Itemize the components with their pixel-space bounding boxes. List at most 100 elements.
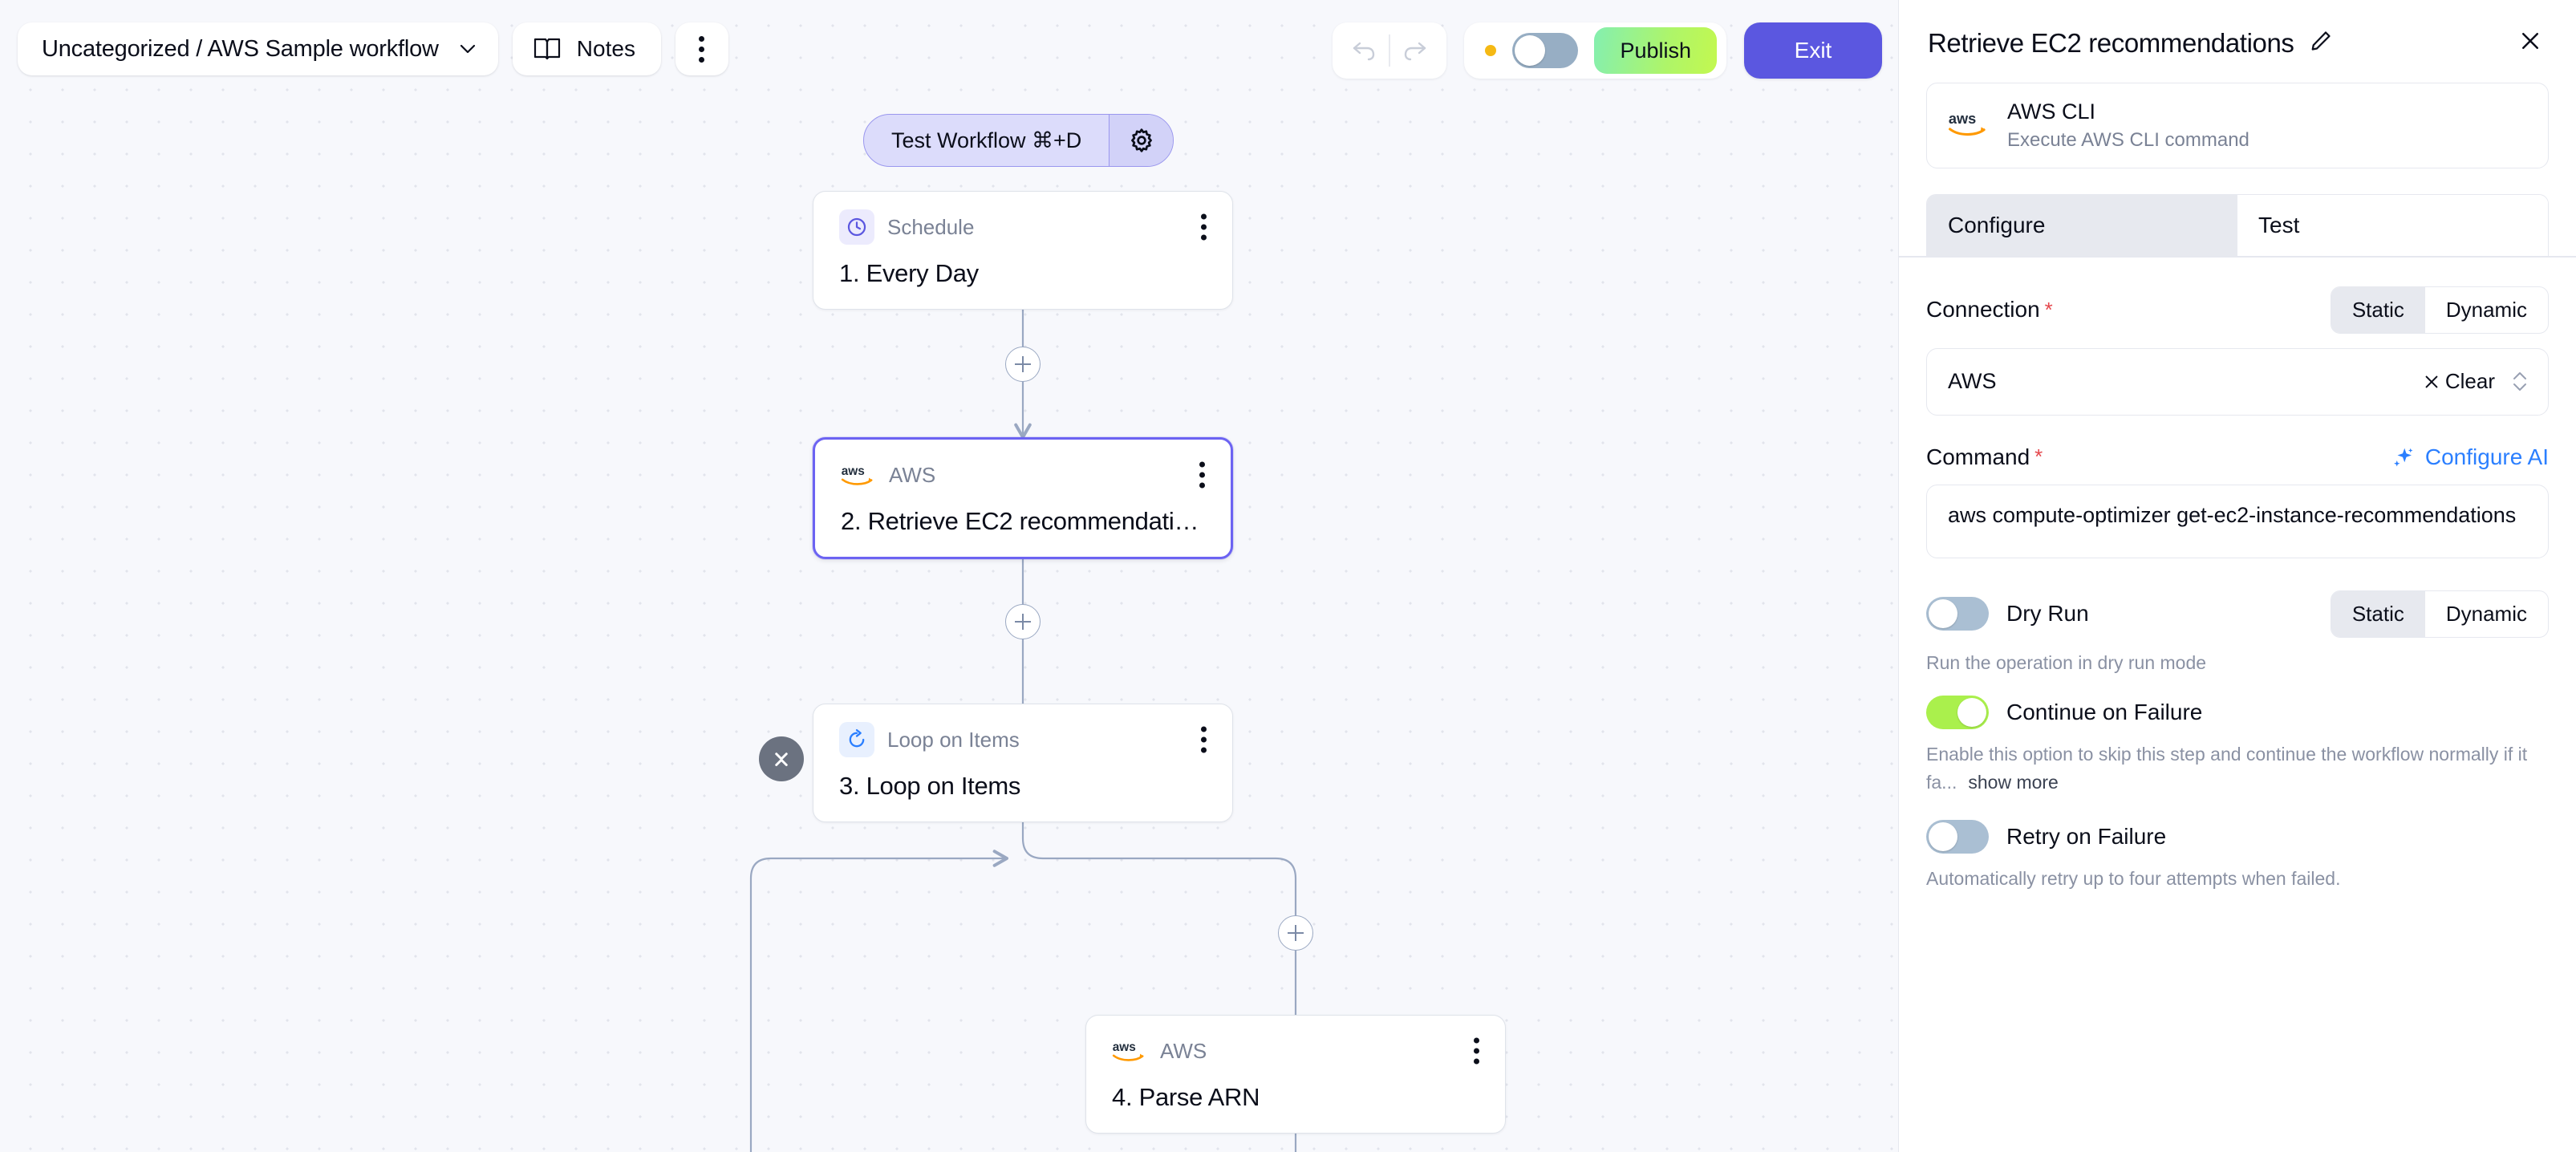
workflow-breadcrumb-label: Uncategorized / AWS Sample workflow (42, 35, 439, 62)
close-icon (2425, 375, 2438, 388)
show-more-button[interactable]: show more (1968, 771, 2059, 793)
exit-button[interactable]: Exit (1744, 22, 1882, 79)
node-header: aws AWS (1112, 1033, 1484, 1069)
node-title: 2. Retrieve EC2 recommendati… (841, 507, 1199, 535)
connection-mode-segmented: Static Dynamic (2330, 286, 2549, 334)
add-step-button[interactable] (1278, 915, 1313, 951)
tab-configure[interactable]: Configure (1927, 195, 2237, 256)
dry-run-label: Dry Run (2006, 601, 2089, 627)
publish-button[interactable]: Publish (1594, 27, 1717, 74)
node-header: aws AWS (841, 457, 1210, 493)
test-workflow-label: Test Workflow ⌘+D (891, 128, 1082, 152)
continue-on-failure-toggle[interactable] (1926, 696, 1989, 730)
step-config-panel: Retrieve EC2 recommendations aws (1898, 0, 2576, 1152)
test-settings-button[interactable] (1109, 115, 1174, 166)
node-title: 3. Loop on Items (839, 772, 1021, 800)
exit-label: Exit (1794, 38, 1832, 63)
node-menu-button[interactable] (1469, 1033, 1484, 1069)
command-input[interactable]: aws compute-optimizer get-ec2-instance-r… (1926, 484, 2549, 558)
close-panel-button[interactable] (2513, 24, 2547, 62)
tab-test[interactable]: Test (2237, 195, 2548, 256)
retry-on-failure-toggle[interactable] (1926, 820, 1989, 854)
node-header: Schedule (839, 209, 1211, 245)
test-workflow-control: Test Workflow ⌘+D (863, 114, 1174, 167)
sparkles-icon (2393, 448, 2413, 467)
command-field-row: Command * Configure AI (1926, 444, 2549, 470)
node-type-label: Schedule (887, 214, 975, 239)
select-caret-icon (2513, 371, 2527, 391)
tabs-divider (1899, 256, 2576, 258)
test-workflow-button[interactable]: Test Workflow ⌘+D (864, 115, 1109, 166)
connection-clear-button[interactable]: Clear (2423, 369, 2495, 394)
toolbar-divider (1389, 34, 1391, 67)
gear-icon (1130, 128, 1152, 152)
kebab-icon (699, 35, 705, 63)
dry-run-toggle[interactable] (1926, 597, 1989, 631)
connection-select[interactable]: AWS Clear (1926, 347, 2549, 416)
node-title: 1. Every Day (839, 259, 979, 287)
undo-icon (1353, 42, 1375, 61)
connection-mode-static[interactable]: Static (2331, 286, 2425, 333)
dry-run-mode-static[interactable]: Static (2331, 590, 2425, 637)
workflow-more-menu-button[interactable] (675, 22, 728, 75)
notes-button[interactable]: Notes (512, 22, 661, 75)
continue-on-failure-help-text: Enable this option to skip this step and… (1926, 744, 2528, 793)
panel-title: Retrieve EC2 recommendations (1928, 27, 2294, 58)
dry-run-mode-dynamic[interactable]: Dynamic (2445, 601, 2527, 626)
node-menu-button[interactable] (1196, 209, 1211, 245)
command-value: aws compute-optimizer get-ec2-instance-r… (1948, 502, 2517, 527)
undo-redo-group (1333, 22, 1447, 79)
svg-text:aws: aws (1949, 111, 1976, 127)
workflow-node-schedule[interactable]: Schedule 1. Every Day (813, 191, 1233, 310)
status-dot-icon (1485, 45, 1497, 56)
edit-pencil-icon[interactable] (2309, 29, 2333, 57)
continue-on-failure-help: Enable this option to skip this step and… (1926, 740, 2549, 796)
node-title: 4. Parse ARN (1112, 1083, 1260, 1111)
canvas-top-left-toolbar: Uncategorized / AWS Sample workflow Note… (18, 22, 728, 75)
add-step-button[interactable] (1005, 347, 1041, 382)
workflow-node-retrieve-ec2[interactable]: aws AWS 2. Retrieve EC2 recommendati… (813, 437, 1233, 559)
toggle-knob (1515, 35, 1546, 66)
dry-run-help: Run the operation in dry run mode (1926, 651, 2207, 673)
connection-value: AWS (1948, 369, 1997, 394)
node-type-label: AWS (1160, 1038, 1207, 1063)
add-step-button[interactable] (1005, 604, 1041, 639)
aws-logo-icon: aws (1112, 1033, 1147, 1069)
close-icon (2522, 33, 2538, 49)
node-menu-button[interactable] (1196, 722, 1211, 758)
integration-name: AWS CLI (2007, 99, 2096, 124)
continue-on-failure-row: Continue on Failure (1926, 696, 2549, 730)
connection-mode-dynamic[interactable]: Dynamic (2445, 297, 2527, 322)
publish-label: Publish (1620, 38, 1691, 63)
tab-test-label: Test (2258, 213, 2300, 237)
undo-button[interactable] (1339, 26, 1389, 75)
connection-clear-label: Clear (2444, 369, 2495, 394)
node-header: Loop on Items (839, 722, 1211, 757)
workflow-node-parse-arn[interactable]: aws AWS 4. Parse ARN (1085, 1015, 1506, 1134)
node-menu-button[interactable] (1195, 457, 1210, 493)
retry-on-failure-help: Automatically retry up to four attempts … (1926, 868, 2341, 890)
connection-label: Connection (1926, 297, 2040, 322)
configure-form: Connection * Static Dynamic AWS Clear (1899, 286, 2576, 893)
workflow-enable-toggle[interactable] (1512, 33, 1579, 68)
configure-ai-button[interactable]: Configure AI (2391, 444, 2549, 470)
aws-logo-icon: aws (841, 457, 876, 493)
configure-ai-label: Configure AI (2424, 444, 2549, 469)
aws-logo-icon: aws (1948, 107, 1990, 144)
collapse-chevrons-icon (775, 752, 788, 766)
command-required-marker: * (2034, 444, 2043, 469)
connection-required-marker: * (2044, 297, 2053, 322)
svg-text:aws: aws (842, 464, 865, 478)
dry-run-row: Dry Run Static Dynamic (1926, 590, 2549, 638)
chevron-down-icon (460, 44, 475, 54)
redo-icon (1405, 42, 1426, 61)
book-icon (533, 38, 560, 60)
collapse-loop-button[interactable] (759, 736, 804, 781)
loop-icon (839, 722, 874, 757)
workflow-breadcrumb-dropdown[interactable]: Uncategorized / AWS Sample workflow (18, 22, 498, 75)
svg-text:aws: aws (1113, 1040, 1136, 1054)
workflow-canvas[interactable]: Uncategorized / AWS Sample workflow Note… (0, 0, 1898, 1152)
workflow-node-loop-on-items[interactable]: Loop on Items 3. Loop on Items (813, 704, 1233, 822)
redo-button[interactable] (1390, 26, 1440, 75)
panel-header: Retrieve EC2 recommendations (1899, 0, 2576, 83)
